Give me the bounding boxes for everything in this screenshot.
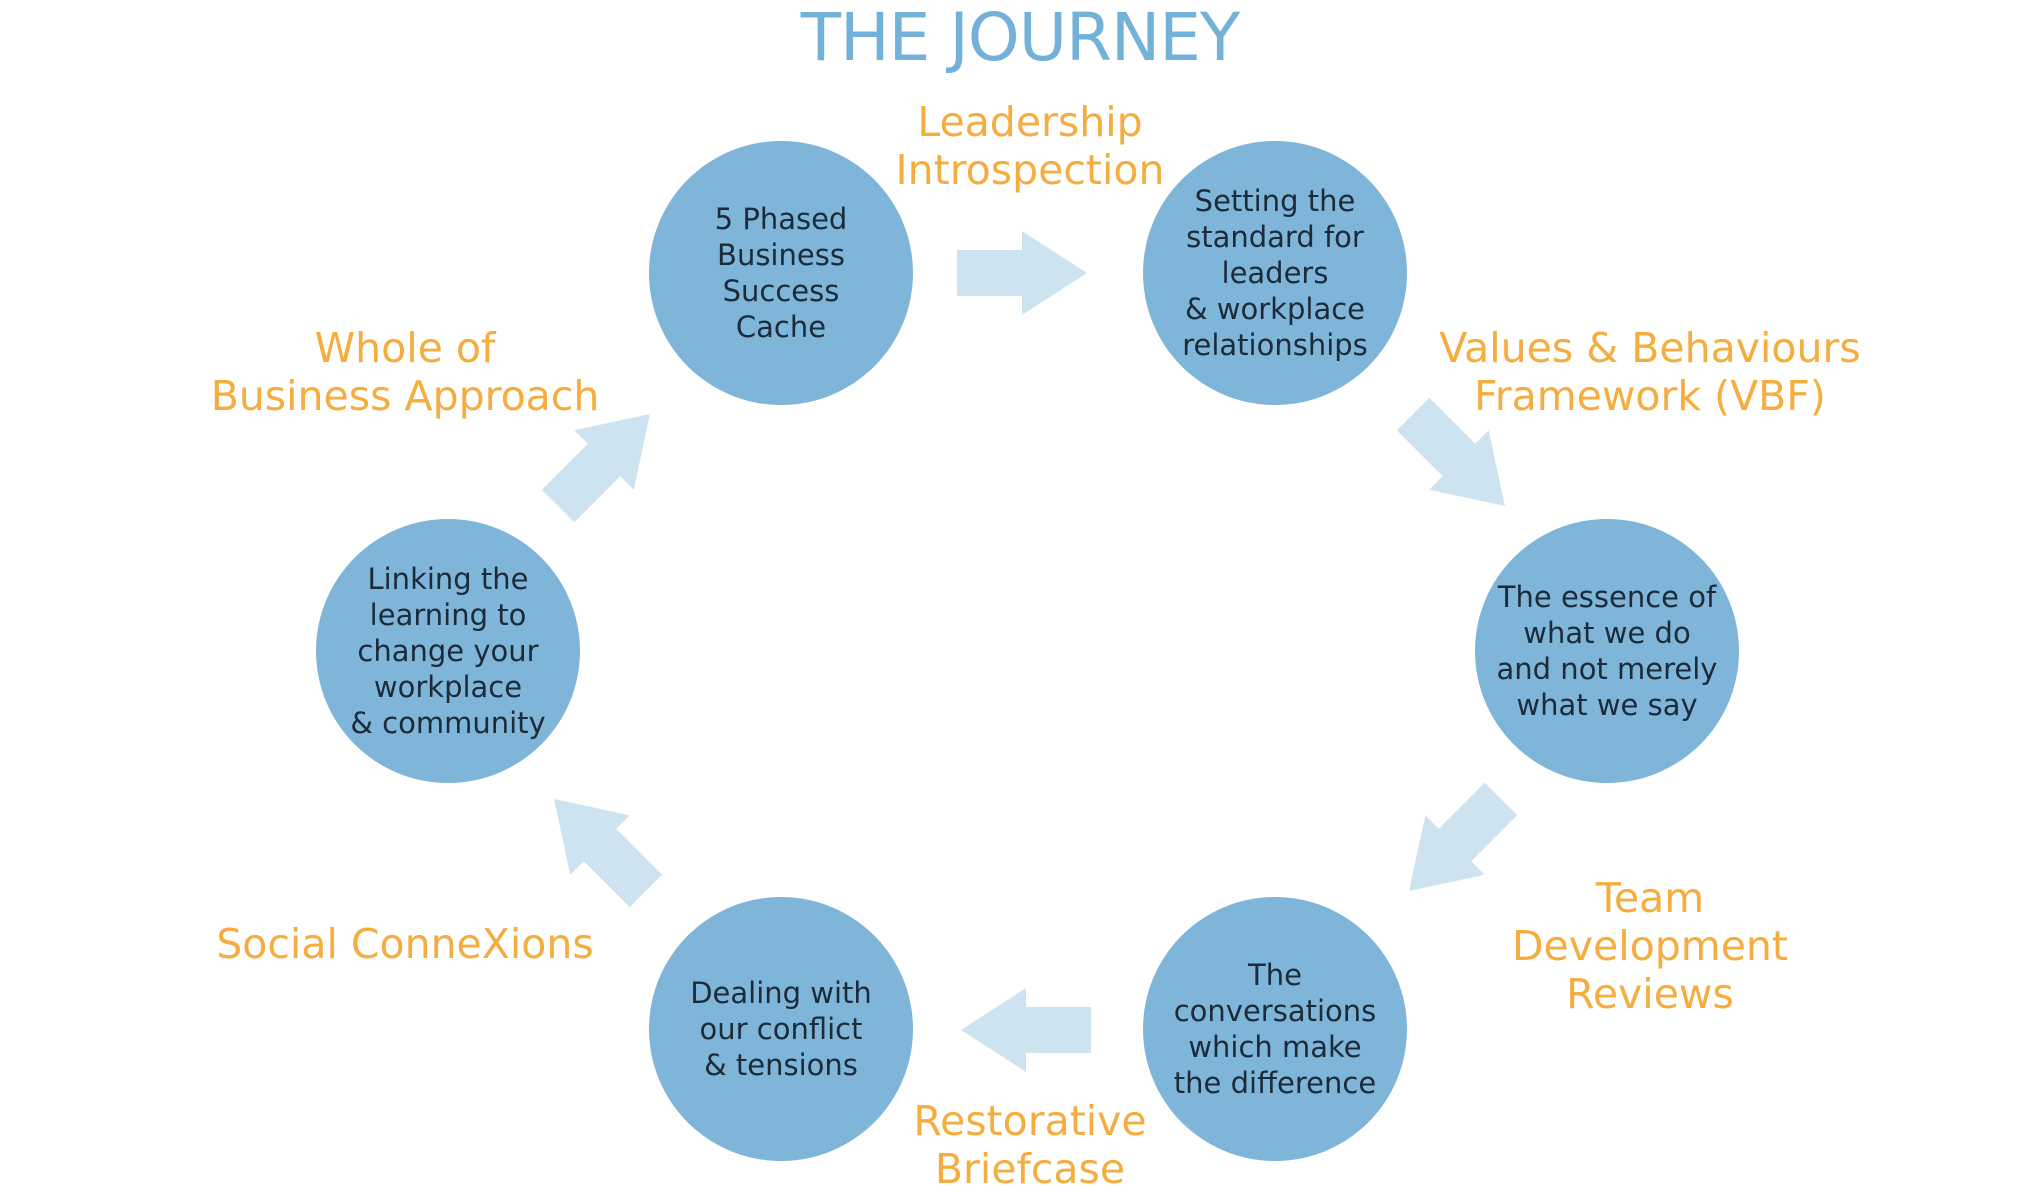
circle-text: 5 Phased Business Success Cache [714, 202, 848, 344]
circle-essence-of-what-we-do: The essence of what we do and not merely… [1475, 519, 1739, 783]
circle-linking-the-learning: Linking the learning to change your work… [316, 519, 580, 783]
arrow-down-left-icon [1409, 782, 1518, 891]
arrow-up-left-icon [554, 799, 663, 908]
arrow-left-icon [961, 988, 1091, 1072]
phase-label-restorative-briefcase: Restorative Briefcase [913, 1097, 1147, 1193]
circle-business-success-cache: 5 Phased Business Success Cache [649, 141, 913, 405]
phase-label-leadership-introspection: Leadership Introspection [895, 98, 1165, 194]
circle-text: The conversations which make the differe… [1173, 958, 1377, 1100]
circle-setting-the-standard: Setting the standard for leaders & workp… [1143, 141, 1407, 405]
phase-label-values-behaviours-framework: Values & Behaviours Framework (VBF) [1439, 324, 1861, 420]
circle-text: The essence of what we do and not merely… [1496, 580, 1718, 722]
diagram-title: THE JOURNEY [800, 0, 1241, 76]
circle-text: Dealing with our conflict & tensions [690, 976, 872, 1082]
circle-conversations: The conversations which make the differe… [1143, 897, 1407, 1161]
arrow-right-icon [957, 231, 1087, 315]
circle-text: Setting the standard for leaders & workp… [1182, 184, 1368, 362]
circle-text: Linking the learning to change your work… [350, 562, 546, 740]
phase-label-whole-of-business-approach: Whole of Business Approach [210, 324, 600, 420]
phase-label-team-development-reviews: Team Development Reviews [1511, 874, 1788, 1018]
phase-label-social-connexions: Social ConneXions [216, 920, 594, 968]
arrow-up-right-icon [541, 414, 650, 523]
arrow-down-right-icon [1396, 397, 1505, 506]
circle-dealing-with-conflict: Dealing with our conflict & tensions [649, 897, 913, 1161]
